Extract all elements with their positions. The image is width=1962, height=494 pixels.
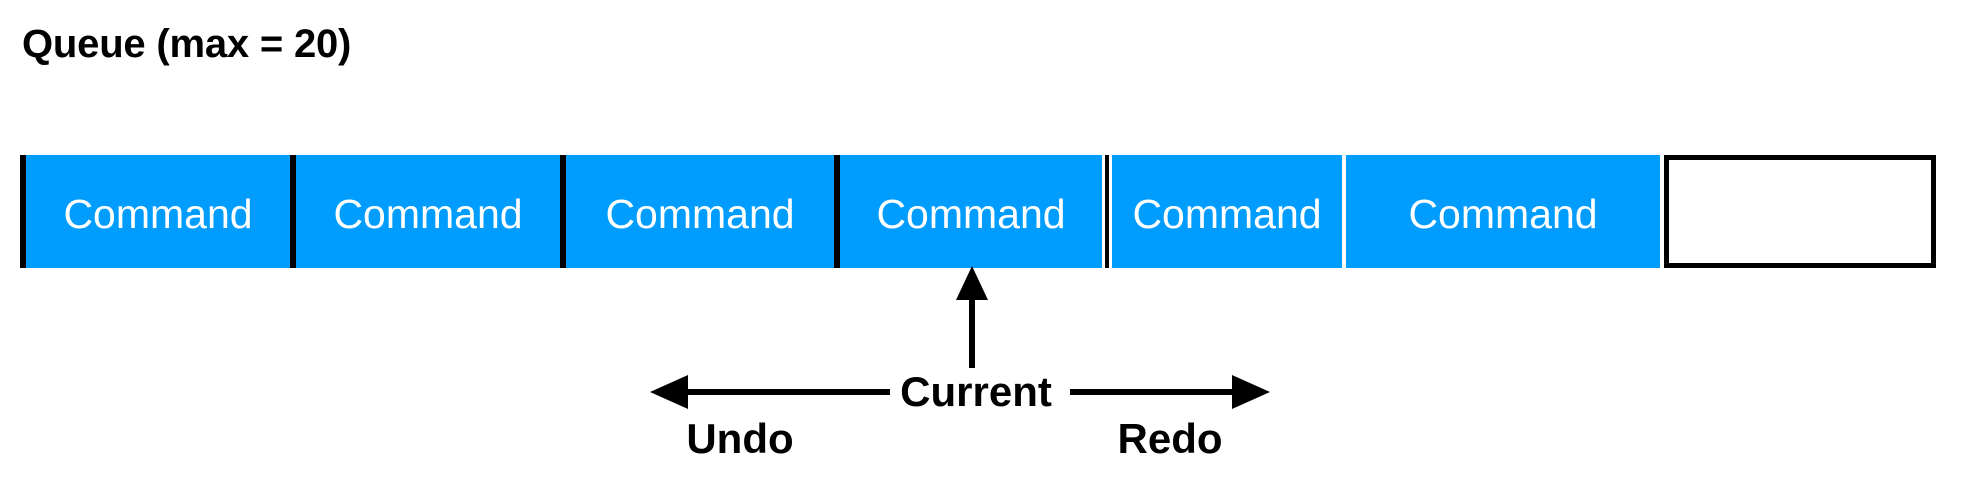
queue-separator-4-current-boundary <box>1102 155 1112 268</box>
queue-cell-label: Command <box>1132 191 1322 237</box>
queue-separator-5 <box>1342 155 1346 268</box>
queue-cell-7-empty[interactable] <box>1664 155 1936 268</box>
queue-cell-label: Command <box>63 191 253 237</box>
queue-separator-3 <box>834 155 840 268</box>
arrow-left-icon <box>650 368 890 416</box>
page-title: Queue (max = 20) <box>22 22 352 66</box>
queue-cell-1[interactable]: Command <box>26 155 290 268</box>
redo-label: Redo <box>1117 415 1223 462</box>
queue-cell-6[interactable]: Command <box>1346 155 1660 268</box>
queue-cell-label: Command <box>876 191 1066 237</box>
undo-label: Undo <box>686 415 794 462</box>
arrow-right-icon <box>1070 368 1270 416</box>
arrow-up-icon <box>940 266 1004 368</box>
queue-cell-4-current[interactable]: Command <box>840 155 1102 268</box>
queue-cell-label: Command <box>1408 191 1598 237</box>
queue-separator-2 <box>560 155 566 268</box>
queue-left-border <box>20 155 26 268</box>
queue-cell-2[interactable]: Command <box>296 155 560 268</box>
queue-strip: Command Command Command Command Command … <box>20 155 1942 268</box>
queue-cell-5[interactable]: Command <box>1112 155 1342 268</box>
queue-cell-label: Command <box>605 191 795 237</box>
queue-cell-label: Command <box>333 191 523 237</box>
queue-separator-1 <box>290 155 296 268</box>
current-label: Current <box>900 368 1052 415</box>
queue-cell-3[interactable]: Command <box>566 155 834 268</box>
